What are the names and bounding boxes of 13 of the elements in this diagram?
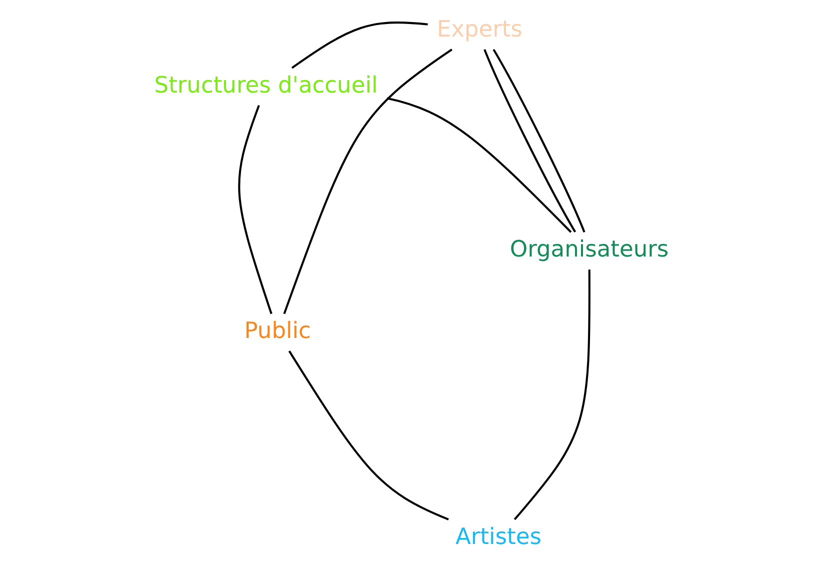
- node-text: Public: [244, 318, 311, 344]
- connector: [283, 48, 452, 314]
- node-text: Structures d'accueil: [154, 72, 378, 98]
- connector: [238, 105, 272, 314]
- node-text: Experts: [436, 16, 522, 43]
- node-text: Artistes: [455, 524, 542, 550]
- connector: [484, 49, 576, 232]
- connector: [386, 97, 572, 233]
- connector: [514, 270, 590, 520]
- node-text: Organisateurs: [510, 236, 669, 262]
- connector: [492, 48, 586, 232]
- connector: [291, 22, 428, 69]
- connector: [288, 350, 449, 520]
